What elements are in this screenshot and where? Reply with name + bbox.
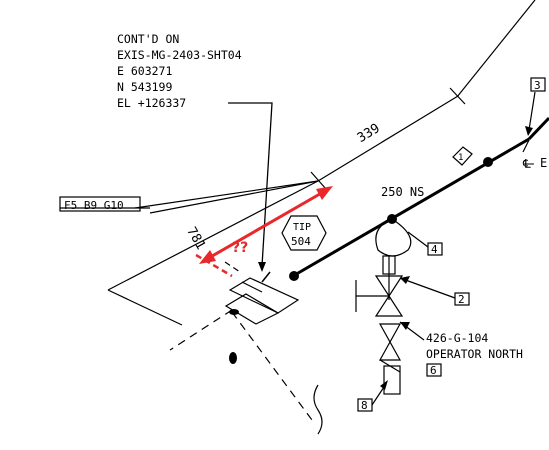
note-line-2: EXIS-MG-2403-SHT04 xyxy=(117,48,242,62)
note-line-1: CONT'D ON xyxy=(117,32,179,46)
pipe-node xyxy=(483,157,493,167)
centerline-marker: E ℄ xyxy=(522,139,547,171)
callout-4: 4 xyxy=(407,231,443,256)
direction-line xyxy=(456,0,536,98)
grid-reference: F5 B9 G10 xyxy=(59,196,150,212)
callout-3: 3 xyxy=(525,77,546,136)
tip-tag: TIP 504 xyxy=(281,215,327,251)
tip-tag-line-1: TIP xyxy=(293,222,311,233)
weld-symbol: 1 xyxy=(452,146,473,166)
hidden-pipe xyxy=(169,309,323,435)
markup-arrow xyxy=(195,186,333,278)
note-line-5: EL +126337 xyxy=(117,96,186,110)
callout-6-label: 6 xyxy=(430,364,437,377)
callout-8-label: 8 xyxy=(361,399,368,412)
pipe-node xyxy=(289,271,299,281)
callout-3-label: 3 xyxy=(534,79,541,92)
centerline-label: E xyxy=(540,156,547,170)
callout-2: 2 xyxy=(399,276,470,306)
tip-tag-line-2: 504 xyxy=(291,235,311,248)
dimension-781-label: 781 xyxy=(183,225,208,253)
callout-6: 6 xyxy=(426,363,442,377)
valve-tag: 426-G-104 OPERATOR NORTH xyxy=(399,321,523,361)
valve-assembly xyxy=(355,218,412,395)
grid-reference-label: F5 B9 G10 xyxy=(64,199,124,212)
hidden-node xyxy=(229,352,237,364)
callout-2-label: 2 xyxy=(458,293,465,306)
dimension-339-label: 339 xyxy=(355,121,383,146)
callout-4-label: 4 xyxy=(431,243,438,256)
valve-tag-line-1: 426-G-104 xyxy=(426,331,488,345)
markup-question: ?? xyxy=(232,240,248,256)
note-leader xyxy=(228,102,273,272)
svg-text:℄: ℄ xyxy=(522,157,531,171)
weld-symbol-label: 1 xyxy=(458,153,463,163)
dimension-339: 339 xyxy=(310,87,466,190)
pipe-end-detail xyxy=(224,261,300,325)
pipe-size-label: 250 NS xyxy=(381,185,424,199)
continuation-note: CONT'D ON EXIS-MG-2403-SHT04 E 603271 N … xyxy=(117,32,242,110)
note-line-3: E 603271 xyxy=(117,64,172,78)
callout-8: 8 xyxy=(357,380,388,412)
valve-tag-line-2: OPERATOR NORTH xyxy=(426,347,523,361)
note-line-4: N 543199 xyxy=(117,80,172,94)
process-pipe xyxy=(261,116,549,283)
